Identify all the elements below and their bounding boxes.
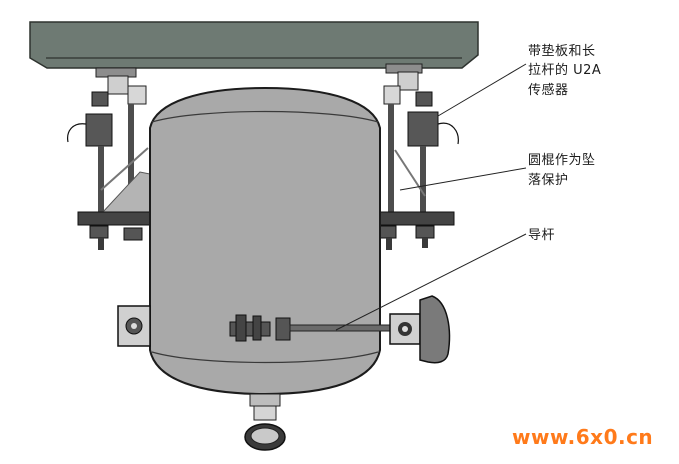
right-load-cell-assembly <box>367 63 459 250</box>
rod-label-line1: 圆棍作为坠 <box>528 153 596 168</box>
sensor-label-line1: 带垫板和长 <box>528 44 596 59</box>
site-watermark: www.6x0.cn <box>512 425 654 449</box>
left-load-cell-assembly <box>67 67 161 250</box>
tank-vessel <box>149 86 381 396</box>
support-beam <box>29 21 479 69</box>
sensor-label-line2: 拉杆的 U2A <box>528 63 602 78</box>
left-side-bracket <box>117 305 151 347</box>
leader-lines <box>335 63 527 331</box>
sensor-label-line3: 传感器 <box>528 83 569 98</box>
guide-rod-label: 导杆 <box>528 228 556 243</box>
rod-label-line2: 落保护 <box>528 173 569 188</box>
bottom-outlet-valve <box>244 393 286 451</box>
